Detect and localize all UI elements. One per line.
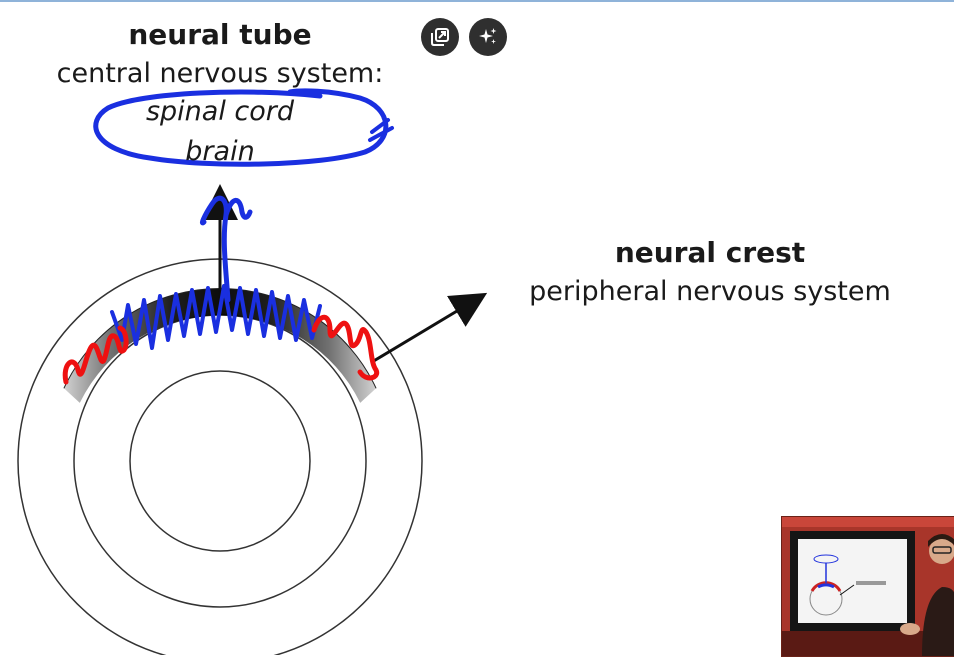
spinal-cord-label: spinal cord (145, 96, 295, 127)
sparkle-button[interactable] (469, 18, 507, 56)
top-border (0, 0, 954, 2)
arrow-to-neural-crest (371, 292, 488, 364)
blue-circle-annotation (93, 88, 389, 167)
middle-ring (73, 314, 367, 608)
peripheral-nervous-system-label: peripheral nervous system (529, 276, 891, 307)
blue-circle-tail (368, 118, 394, 142)
blue-upward-squiggle (199, 195, 253, 303)
neural-crest-title: neural crest (614, 236, 806, 269)
popout-icon (431, 28, 449, 46)
brain-label: brain (185, 136, 255, 167)
central-nervous-system-label: central nervous system: (56, 58, 384, 89)
blue-neural-plate-zigzag (110, 284, 322, 350)
inner-ring (129, 370, 311, 552)
presenter-video-frame (782, 517, 954, 656)
presenter-video-thumbnail[interactable] (781, 516, 954, 657)
red-right-crest-squiggle (311, 314, 380, 381)
sparkle-icon (479, 28, 497, 44)
popout-button[interactable] (421, 18, 459, 56)
neural-tube-title: neural tube (128, 18, 312, 51)
red-left-crest-squiggle (62, 325, 129, 385)
